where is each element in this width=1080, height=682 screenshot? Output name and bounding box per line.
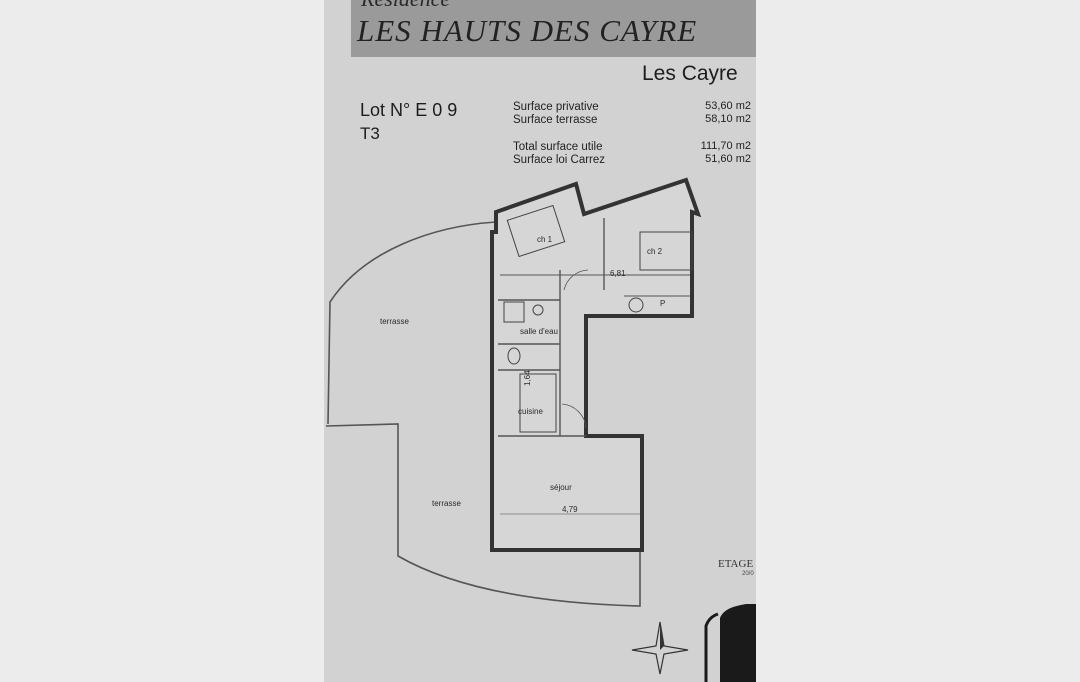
room-sejour: séjour xyxy=(550,483,572,492)
building-logo-icon xyxy=(704,604,756,682)
residence-title: LES HAUTS DES CAYRE xyxy=(357,13,698,48)
location-label: Les Cayre xyxy=(642,62,738,85)
room-terrasse-upper: terrasse xyxy=(380,317,409,326)
banner-residence-label: Résidence xyxy=(361,0,450,12)
room-ch2: ch 2 xyxy=(647,247,663,256)
room-salle-deau: salle d'eau xyxy=(520,327,558,336)
floor-plan-drawing: ch 1 ch 2 salle d'eau cuisine séjour ter… xyxy=(325,177,702,607)
shower-tray xyxy=(503,301,525,323)
door-arc xyxy=(561,403,587,429)
water-heater xyxy=(628,297,644,313)
kitchen-counter xyxy=(519,373,557,433)
floor-plan-document: Résidence LES HAUTS DES CAYRE Les Cayre … xyxy=(324,0,756,682)
apartment-type: T3 xyxy=(360,124,380,143)
dimension-label: 4,79 xyxy=(562,505,578,514)
compass-north-icon xyxy=(631,621,689,675)
floor-label: ETAGE xyxy=(718,558,754,570)
surface-privative-value: 53,60 m2 xyxy=(705,100,751,112)
total-surface-label: Total surface utile xyxy=(513,141,603,153)
bed-ch1 xyxy=(506,204,566,258)
surface-terrasse-value: 58,10 m2 xyxy=(705,113,751,125)
terrace-upper-outline xyxy=(327,221,497,425)
room-ch1: ch 1 xyxy=(537,235,553,244)
room-terrasse-lower: terrasse xyxy=(432,499,461,508)
surface-carrez-label: Surface loi Carrez xyxy=(513,154,606,166)
toilet xyxy=(507,347,521,365)
washbasin xyxy=(532,304,544,316)
room-cuisine: cuisine xyxy=(518,407,543,416)
room-placard: P xyxy=(660,299,665,308)
surface-carrez-value: 51,60 m2 xyxy=(705,153,751,165)
date-label: 20/0 xyxy=(742,571,754,577)
door-arc xyxy=(563,269,589,291)
dimension-label: 1,64 xyxy=(523,370,532,386)
lot-number: Lot N° E 0 9 xyxy=(360,100,458,120)
surface-terrasse-label: Surface terrasse xyxy=(513,114,598,126)
dimension-label: 6,81 xyxy=(610,269,626,278)
total-surface-value: 111,70 m2 xyxy=(700,140,751,152)
terrace-lower-outline xyxy=(325,423,641,607)
bed-ch2 xyxy=(639,231,693,271)
apartment-walls xyxy=(490,177,702,552)
title-banner: Résidence LES HAUTS DES CAYRE xyxy=(351,0,756,57)
surface-privative-label: Surface privative xyxy=(513,101,599,113)
